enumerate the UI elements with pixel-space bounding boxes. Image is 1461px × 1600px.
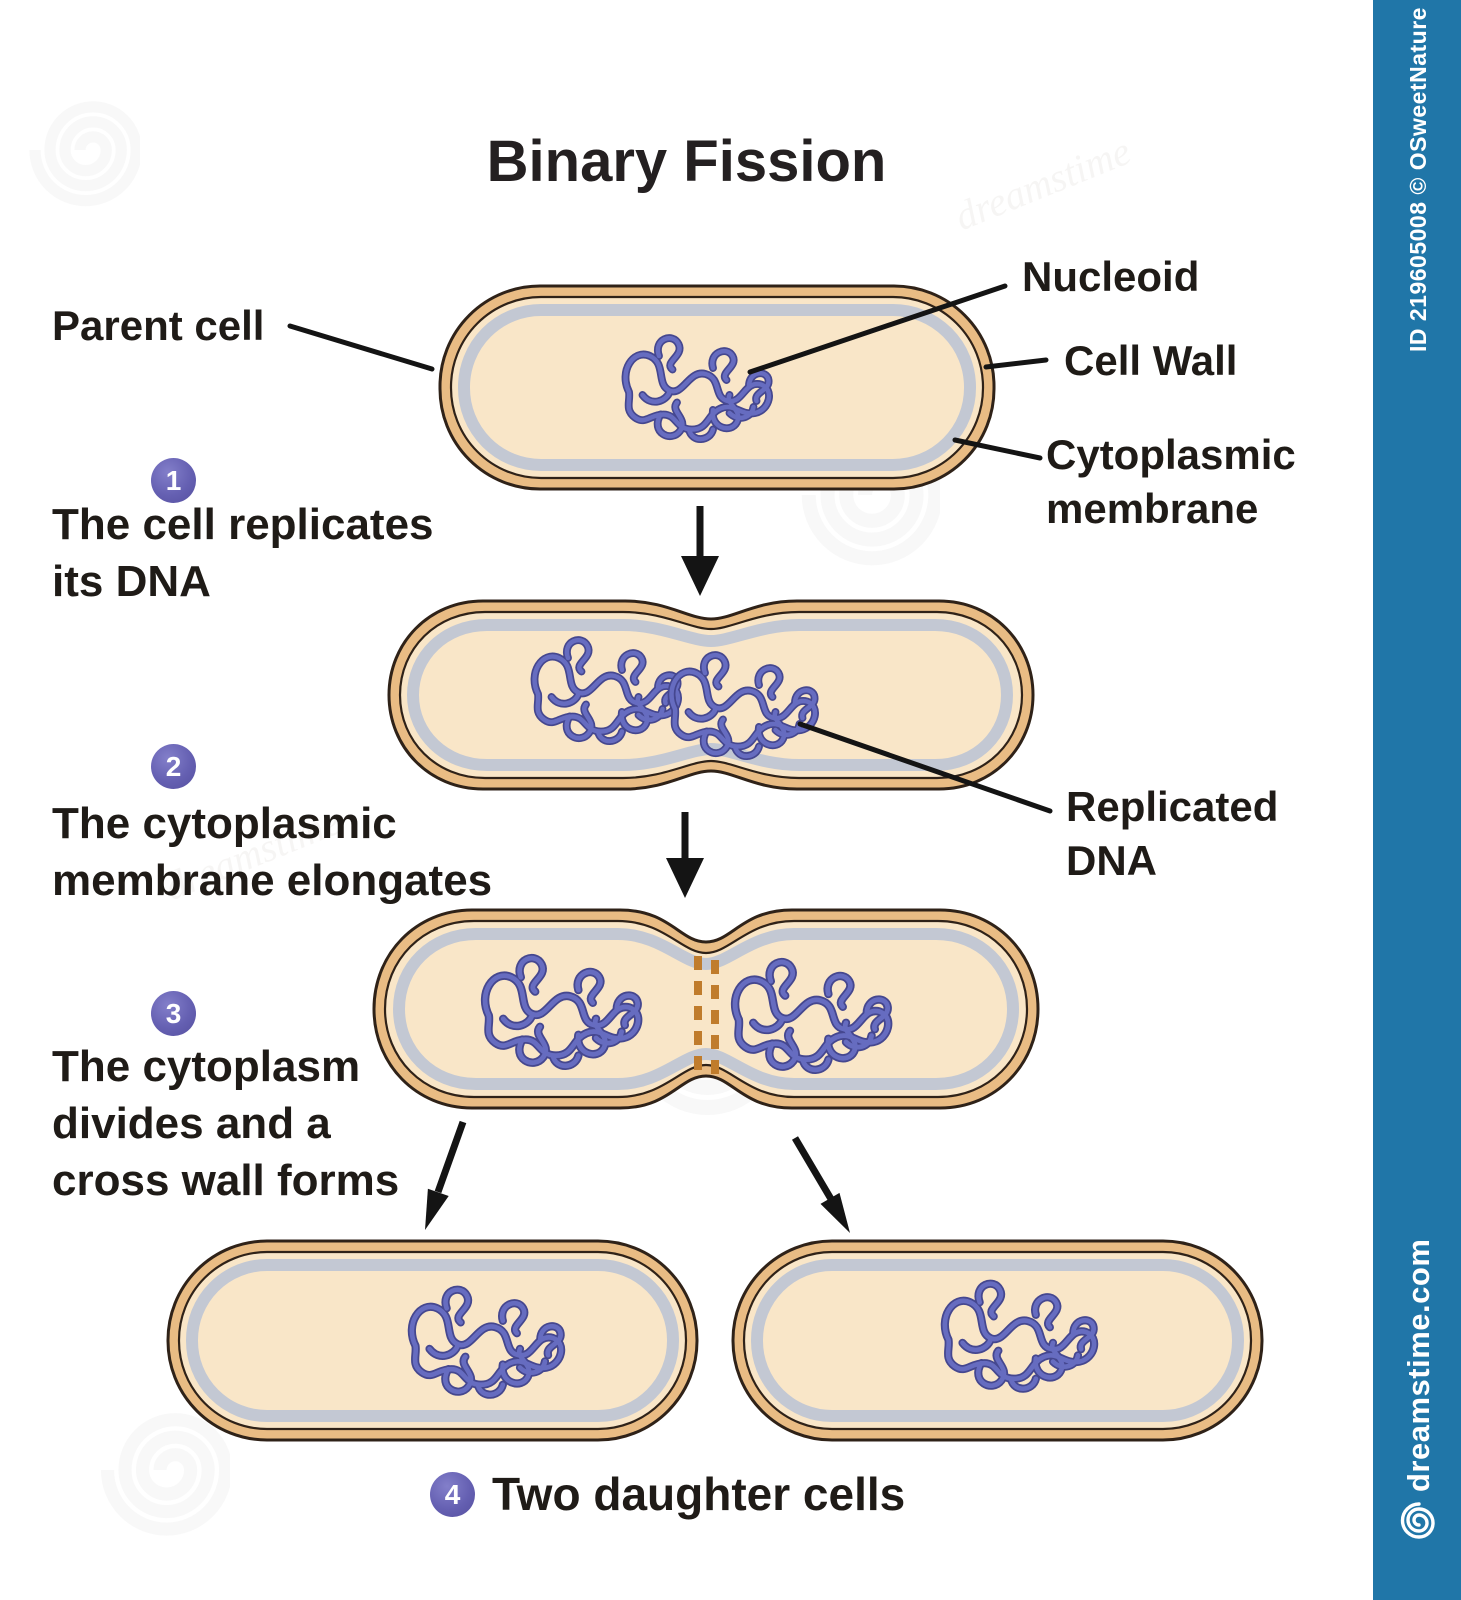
step-3-line2: divides and a xyxy=(52,1099,331,1148)
step-3-text: The cytoplasm divides and a cross wall for… xyxy=(52,1038,399,1209)
elongating-cell-illustration xyxy=(387,599,1035,791)
cytoplasmic-membrane-line1: Cytoplasmic xyxy=(1046,431,1296,478)
step-1-number: 1 xyxy=(165,464,182,496)
parent-cell-illustration xyxy=(438,284,996,491)
cytoplasmic-membrane-shape xyxy=(392,928,1020,1090)
arrow-step1-head xyxy=(681,556,719,596)
cytoplasmic-membrane-label: Cytoplasmic membrane xyxy=(1046,428,1296,536)
step-3-line3: cross wall forms xyxy=(52,1156,400,1205)
step-3-line1: The cytoplasm xyxy=(52,1042,361,1091)
step-1-line2: its DNA xyxy=(52,557,211,606)
cell-inner-shape xyxy=(177,1250,688,1431)
step-2-text: The cytoplasmic membrane elongates xyxy=(52,795,492,909)
step-4-number: 4 xyxy=(444,1478,461,1510)
step-4-line1: Two daughter cells xyxy=(492,1468,906,1520)
cytoplasmic-membrane-shape xyxy=(458,304,976,471)
dreamstime-site-label: dreamstime.com xyxy=(1401,1238,1436,1492)
replicated-dna-line2: DNA xyxy=(1066,837,1157,884)
daughter-cell-left-illustration xyxy=(166,1239,699,1442)
dreamstime-brand: dreamstime.com xyxy=(1396,1239,1442,1548)
arrow-split-right-shaft xyxy=(791,1136,835,1201)
arrow-split-right-head xyxy=(820,1192,850,1233)
step-2-line2: membrane elongates xyxy=(52,856,493,905)
cell-wall-label: Cell Wall xyxy=(1064,337,1238,384)
parent-cell-pointer-line xyxy=(287,323,435,372)
arrow-split-left-head xyxy=(425,1188,449,1230)
step-4-badge: 4 xyxy=(430,1472,475,1517)
step-3-badge: 3 xyxy=(151,991,196,1036)
nucleoid-label: Nucleoid xyxy=(1022,253,1200,300)
image-credit-text: ID 219605008 © OSweetNature xyxy=(1405,7,1431,352)
step-1-text: The cell replicates its DNA xyxy=(52,496,434,610)
daughter-cell-right-illustration xyxy=(731,1239,1264,1442)
replicated-dna-line1: Replicated xyxy=(1066,783,1279,830)
step-2-line1: The cytoplasmic xyxy=(52,799,397,848)
watermark-bar: ID 219605008 © OSweetNature dreamstime.c… xyxy=(1373,0,1461,1600)
dreamstime-logo-icon xyxy=(1400,1502,1435,1539)
diagram-title: Binary Fission xyxy=(486,129,887,194)
cytoplasmic-membrane-shape xyxy=(186,1259,679,1422)
arrow-step2-head xyxy=(666,858,704,898)
parent-cell-label: Parent cell xyxy=(52,302,265,349)
step-3-number: 3 xyxy=(165,997,182,1029)
step-2-badge: 2 xyxy=(151,744,196,789)
step-4-text: Two daughter cells xyxy=(492,1466,905,1523)
cytoplasmic-membrane-line2: membrane xyxy=(1046,485,1259,532)
cytoplasmic-membrane-shape xyxy=(751,1259,1244,1422)
step-2-number: 2 xyxy=(165,750,182,782)
step-1-line1: The cell replicates xyxy=(52,500,434,549)
arrow-split-left-shaft xyxy=(434,1120,467,1194)
step-1-badge: 1 xyxy=(151,458,196,503)
dividing-cell-illustration xyxy=(372,908,1040,1110)
